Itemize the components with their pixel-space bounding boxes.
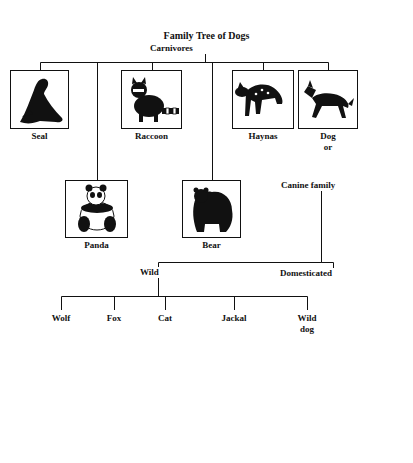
illustration-shape — [134, 95, 164, 117]
illustration-shape — [154, 114, 158, 122]
illustration-shape — [267, 92, 270, 95]
illustration-shape — [183, 181, 241, 238]
group-box: Wild — [140, 267, 175, 278]
illustration-shape — [90, 192, 95, 198]
tree-connector — [159, 278, 235, 310]
illustration-shape — [86, 185, 93, 192]
node-label: Wild — [140, 267, 175, 278]
animal-box: Raccoon — [121, 70, 182, 142]
animal-box: Seal — [10, 70, 69, 142]
node-label: Domesticated — [280, 268, 385, 279]
species-label: Fox — [107, 313, 122, 324]
illustration-shape — [176, 108, 179, 114]
animal-name: Raccoon — [121, 131, 182, 142]
animal-name: Bear — [182, 240, 241, 251]
illustration-shape — [233, 71, 294, 129]
dog-picture — [299, 71, 358, 129]
animal-name: Dog or — [320, 131, 336, 153]
species-label: Wolf — [52, 313, 71, 324]
animal-name: Panda — [65, 240, 128, 251]
node-label: Canine family — [281, 180, 360, 191]
illustration-shape — [299, 71, 358, 129]
illustration-shape — [78, 216, 90, 232]
animal-box: Bear — [182, 180, 241, 251]
illustration-shape — [194, 188, 199, 193]
node-label: Carnivores — [150, 43, 260, 54]
illustration-shape — [122, 71, 182, 129]
illustration-shape — [162, 108, 166, 114]
node-label: Wild dog — [298, 313, 317, 335]
illustration-shape — [104, 216, 116, 232]
node-label: Fox — [107, 313, 122, 324]
animal-name: Seal — [10, 131, 69, 142]
illustration-shape — [169, 108, 173, 114]
root-box: Carnivores — [150, 43, 260, 54]
illustration-shape — [238, 82, 244, 88]
diagram-title: Family Tree of Dogs — [0, 30, 413, 42]
illustration-shape — [100, 185, 107, 192]
illustration-shape — [166, 108, 169, 114]
tree-connector — [159, 191, 322, 267]
tree-connector — [206, 54, 213, 180]
tree-connector — [159, 278, 308, 310]
illustration-shape — [133, 89, 144, 92]
species-label: Wild dog — [298, 313, 317, 335]
tree-connector — [322, 191, 334, 268]
illustration-shape — [173, 108, 176, 114]
panda-picture — [66, 181, 128, 238]
illustration-shape — [255, 93, 258, 96]
illustration-shape — [66, 181, 128, 238]
illustration-shape — [132, 77, 146, 84]
species-label: Jackal — [221, 313, 246, 324]
family-box: Canine family — [281, 180, 360, 191]
node-label: Jackal — [221, 313, 246, 324]
animal-name: Haynas — [232, 131, 294, 142]
animal-box: Panda — [65, 180, 128, 251]
illustration-shape — [11, 71, 69, 129]
illustration-shape — [308, 80, 313, 88]
illustration-shape — [312, 93, 349, 118]
tree-connector — [62, 278, 159, 310]
bear-picture — [183, 181, 241, 238]
illustration-shape — [20, 79, 63, 124]
illustration-shape — [348, 98, 354, 106]
tree-connector — [159, 278, 166, 310]
tree-connector — [98, 54, 206, 180]
illustration-shape — [235, 87, 249, 97]
animal-box: Haynas — [232, 70, 294, 142]
illustration-shape — [304, 86, 316, 98]
illustration-shape — [245, 85, 283, 116]
illustration-shape — [97, 192, 102, 198]
node-label: Cat — [158, 313, 172, 324]
illustration-shape — [204, 188, 209, 193]
tree-connector — [115, 278, 159, 310]
group-box: Domesticated — [280, 268, 385, 279]
node-label: Wolf — [52, 313, 71, 324]
illustration-shape — [139, 114, 143, 122]
seal-picture — [11, 71, 69, 129]
illustration-shape — [131, 82, 147, 98]
tree-connector — [206, 54, 329, 70]
illustration-shape — [22, 110, 33, 117]
animal-box: Dog or — [298, 70, 358, 153]
hyena-picture — [233, 71, 294, 129]
raccoon-picture — [122, 71, 182, 129]
species-label: Cat — [158, 313, 172, 324]
illustration-shape — [261, 89, 264, 92]
